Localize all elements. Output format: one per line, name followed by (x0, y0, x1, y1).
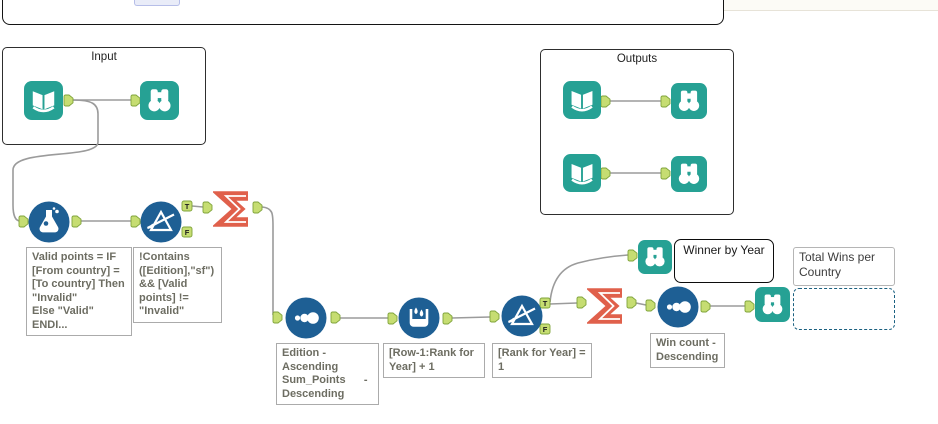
crown-drops-icon (398, 297, 440, 339)
input-anchor (18, 215, 29, 228)
sigma-icon (587, 288, 622, 324)
book-icon (563, 154, 601, 192)
funnel-icon (501, 295, 543, 337)
wire (261, 206, 274, 315)
output-anchor (252, 201, 263, 214)
tool-container-input[interactable]: Input (2, 47, 206, 145)
selected-empty-comment-box[interactable] (793, 288, 895, 330)
wire (451, 316, 491, 319)
multi-row-formula-tool[interactable] (398, 297, 440, 339)
input-anchor (576, 296, 587, 309)
browse-tool[interactable] (140, 81, 179, 120)
annotation-filter1: !Contains ([Edition],"sf") && [Valid poi… (133, 247, 222, 323)
output-anchor (330, 311, 341, 324)
input-anchor (130, 215, 141, 228)
output-data-tool-2[interactable] (563, 154, 601, 192)
false-anchor: F (181, 226, 193, 238)
output-anchor (71, 215, 82, 228)
svg-text:F: F (543, 325, 548, 334)
sort-dots-icon (285, 297, 327, 339)
input-anchor (272, 311, 283, 324)
input-anchor (387, 312, 398, 325)
filter-tool-1[interactable] (140, 201, 182, 243)
book-icon (24, 81, 63, 120)
wire (549, 302, 578, 305)
top-right-strip (724, 0, 938, 11)
annotation-formula: Valid points = IF [From country] = [To c… (26, 247, 132, 336)
annotation-multi-row: [Row-1:Rank for Year] + 1 (383, 343, 485, 378)
formula-tool[interactable] (28, 201, 70, 243)
output-anchor (442, 312, 453, 325)
true-anchor: T (181, 200, 193, 212)
sort-dots-icon (657, 286, 699, 328)
browse-tool-output-2[interactable] (671, 156, 707, 192)
sigma-icon (213, 191, 248, 227)
input-anchor (202, 201, 213, 214)
comment-winner-by-year[interactable]: Winner by Year (674, 239, 774, 283)
browse-tool-total[interactable] (755, 287, 790, 322)
wire (191, 205, 204, 208)
book-icon (563, 81, 601, 119)
binoculars-icon (638, 240, 672, 274)
sort-tool-2[interactable] (657, 286, 699, 328)
summarize-tool-2[interactable] (587, 285, 627, 327)
top-partial-widget (134, 0, 180, 6)
summarize-tool-1[interactable] (213, 188, 253, 230)
top-container-box (2, 0, 724, 25)
input-anchor (744, 300, 755, 313)
annotation-filter2: [Rank for Year] = 1 (492, 343, 592, 378)
annotation-sort1: Edition - Ascending Sum_Points - Descend… (276, 343, 379, 405)
flask-icon (28, 201, 70, 243)
output-data-tool-1[interactable] (563, 81, 601, 119)
binoculars-icon (671, 156, 707, 192)
binoculars-icon (140, 81, 179, 120)
sort-tool-1[interactable] (285, 297, 327, 339)
browse-tool-winner[interactable] (638, 240, 672, 274)
svg-text:T: T (185, 202, 190, 211)
comment-total-wins-per-country[interactable]: Total Wins per Country (793, 247, 895, 286)
browse-tool-output-1[interactable] (671, 83, 707, 119)
output-anchor (626, 296, 637, 309)
container-label-outputs: Outputs (616, 53, 658, 65)
svg-text:F: F (185, 228, 190, 237)
filter-tool-2[interactable] (501, 295, 543, 337)
wire (635, 302, 647, 306)
container-label-input: Input (91, 51, 117, 63)
input-data-tool[interactable] (24, 81, 63, 120)
funnel-icon (140, 201, 182, 243)
binoculars-icon (671, 83, 707, 119)
tool-container-outputs[interactable]: Outputs (540, 49, 734, 215)
svg-text:T: T (543, 299, 548, 308)
input-anchor (489, 310, 500, 323)
annotation-sort2: Win count - Descending (650, 333, 725, 368)
output-anchor (700, 300, 711, 313)
binoculars-icon (755, 287, 790, 322)
input-anchor (627, 249, 638, 262)
input-anchor (645, 299, 656, 312)
